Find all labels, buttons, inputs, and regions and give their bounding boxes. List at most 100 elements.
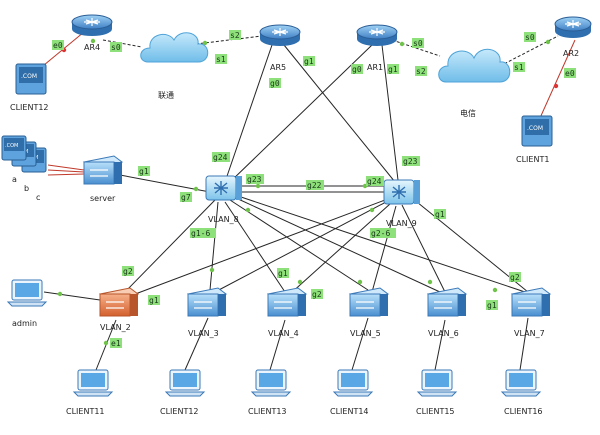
core-switch-vlan9[interactable]: VLAN_9 [383,179,420,228]
link-vlan5-client14 [351,317,369,371]
node-label: VLAN_3 [188,329,219,338]
port-label: s1 [215,54,227,64]
svg-text:g23: g23 [247,175,262,184]
laptop-client14[interactable]: CLIENT14 [330,369,374,416]
link-vlan9-vlan7 [411,197,529,293]
port-label: g0 [269,78,281,88]
switch-vlan2[interactable]: VLAN_2 [98,287,140,332]
switch-vlan4[interactable]: VLAN_4 [266,287,308,338]
router-ar4[interactable]: AR4 [71,14,113,52]
port-dot [245,207,251,213]
node-label: AR2 [563,49,579,58]
svg-text:g1-6: g1-6 [191,229,210,238]
laptop-client12[interactable]: CLIENT12 [160,369,206,416]
switch-vlan3[interactable]: VLAN_3 [186,287,228,338]
port-label: s0 [412,38,424,48]
svg-text:g1: g1 [487,301,497,310]
port-dot [545,39,551,45]
link-pcs-server-2 [47,169,85,173]
pc-client1[interactable]: .COM CLIENT1 [516,115,553,164]
port-dot [427,279,433,285]
port-label: g1 [486,300,498,310]
node-label: AR4 [84,43,100,52]
port-label: g7 [180,192,192,202]
node-label: VLAN_6 [428,329,459,338]
link-admin-vlan2 [43,291,101,301]
link-vlan8-vlan7 [237,195,526,293]
pc-client12[interactable]: .COM CLIENT12 [10,63,49,112]
svg-text:g1: g1 [304,57,314,66]
node-label: CLIENT13 [248,407,287,416]
cloud-telecom[interactable]: 电信 [438,48,511,118]
node-label: CLIENT14 [330,407,369,416]
link-vlan8-vlan3 [209,201,219,291]
link-vlan8-vlan5 [229,199,369,291]
svg-text:s2: s2 [416,67,426,76]
link-ar1-vlan8 [229,44,373,183]
link-vlan3-client12 [184,317,209,371]
svg-text:s2: s2 [230,31,240,40]
svg-text:g24: g24 [213,153,228,162]
node-label: admin [12,319,37,328]
core-switch-vlan8[interactable]: VLAN_8 [205,175,242,224]
switch-vlan6[interactable]: VLAN_6 [426,287,468,338]
port-dot [193,186,199,192]
router-ar5[interactable]: AR5 [259,24,301,72]
port-label: e0 [564,68,576,78]
laptop-client13[interactable]: CLIENT13 [248,369,292,416]
switch-icon [511,293,543,317]
svg-text:g24: g24 [367,177,382,186]
router-ar2[interactable]: AR2 [554,16,592,58]
link-vlan9-vlan5 [371,205,397,293]
node-label: a [12,175,17,184]
laptop-client15[interactable]: CLIENT15 [416,369,458,416]
port-dot [255,183,261,189]
laptop-admin[interactable]: admin [6,279,48,328]
pc-screen-text: .COM [527,125,543,132]
pc-icon [4,138,24,151]
port-label: s2 [415,66,427,76]
cloud-icon [140,32,209,63]
switch-vlan5[interactable]: VLAN_5 [348,287,390,338]
port-label: g1 [138,166,150,176]
laptop-icon [341,373,365,387]
node-label: 电信 [460,108,476,118]
link-vlan6-client15 [434,319,446,371]
svg-text:g1: g1 [278,269,288,278]
pc-a[interactable]: .COM a [1,135,27,184]
link-ar4-client12 [37,31,85,71]
node-label: server [90,194,116,203]
port-label: s2 [229,30,241,40]
cloud-unicom[interactable]: 联通 [140,32,209,100]
link-vlan7-client16 [519,317,529,371]
node-label: AR1 [367,63,383,72]
switch-server[interactable]: server [82,155,124,203]
laptop-client16[interactable]: CLIENT16 [500,369,543,416]
laptop-icon [425,373,449,387]
svg-text:s0: s0 [111,43,121,52]
svg-text:s0: s0 [525,33,535,42]
port-dot [103,340,109,346]
link-ar1-vlan9 [381,44,399,181]
link-pcs-server-3 [47,173,85,176]
port-dot [492,287,498,293]
port-label: g0 [351,64,363,74]
link-vlan8-vlan2 [124,199,216,293]
switch-icon [349,293,381,317]
switch-icon [427,293,459,317]
link-pcs-server [47,164,85,171]
laptop-icon [15,283,39,297]
svg-text:s1: s1 [216,55,226,64]
laptop-client11[interactable]: CLIENT11 [66,369,114,416]
pc-icon [525,119,549,135]
port-label: g1-6 [190,228,216,238]
switch-vlan7[interactable]: VLAN_7 [510,287,552,338]
link-vlan8-vlan6 [235,197,441,293]
svg-text:g7: g7 [181,193,191,202]
port-dot [399,41,405,47]
laptop-icon [173,373,197,387]
laptop-icon [81,373,105,387]
router-ar1[interactable]: AR1 [356,24,398,72]
link-ar2-client1 [539,39,576,119]
